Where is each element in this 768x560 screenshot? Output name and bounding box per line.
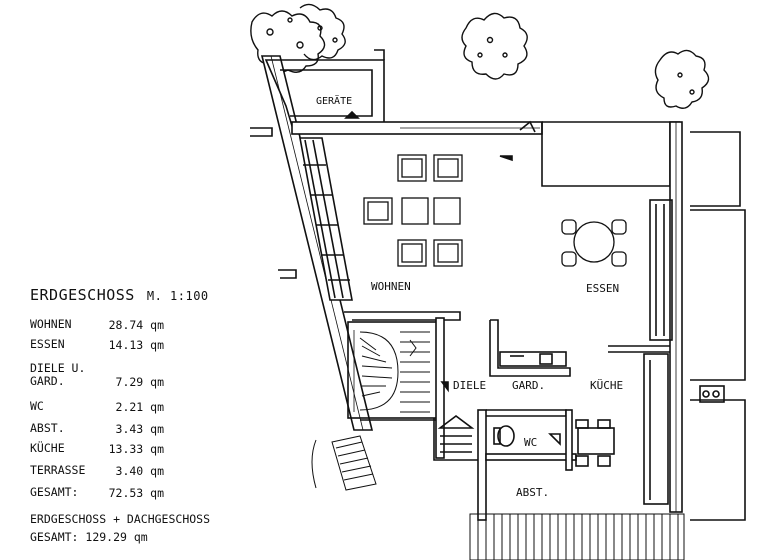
legend-combined-label: ERDGESCHOSS + DACHGESCHOSS <box>30 512 211 526</box>
tree-icon <box>654 49 710 109</box>
side-steps <box>311 435 377 491</box>
legend-row-value: 2.21 qm <box>115 400 164 414</box>
terrace <box>469 513 685 560</box>
legend-row-value: 13.33 qm <box>108 442 164 456</box>
legend-row-label: GESAMT: <box>30 485 79 499</box>
legend-scale: M. 1:100 <box>146 289 209 303</box>
legend-row: TERRASSE 3.40 qm <box>30 464 260 480</box>
exterior-wall-north <box>291 120 680 187</box>
room-label-wohnen: WOHNEN <box>371 280 411 293</box>
legend-row-value: 3.40 qm <box>115 464 164 478</box>
legend-title: ERDGESCHOSS M. 1:100 <box>30 286 209 304</box>
room-label-diele: DIELE <box>453 379 486 392</box>
room-label-kueche: KÜCHE <box>590 379 623 392</box>
legend-row-label: TERRASSE <box>30 463 86 477</box>
legend-row-value: 14.13 qm <box>108 338 164 352</box>
legend-row: GESAMT: 72.53 qm <box>30 486 260 502</box>
legend-title-text: ERDGESCHOSS <box>30 286 135 304</box>
legend-row-value: 3.43 qm <box>115 422 164 436</box>
room-label-wc: WC <box>524 436 537 449</box>
legend-row: WOHNEN 28.74 qm <box>30 318 260 334</box>
legend-row: DIELE U. GARD. 7.29 qm <box>30 362 260 392</box>
interior-walls <box>344 311 670 521</box>
dining-table <box>561 219 627 267</box>
room-label-geraete: GERÄTE <box>316 94 352 107</box>
legend-row-label: KÜCHE <box>30 441 65 455</box>
legend-row: ABST. 3.43 qm <box>30 422 260 438</box>
geraete-room: GERÄTE <box>264 49 385 127</box>
room-label-abst: ABST. <box>516 486 549 499</box>
room-label-essen: ESSEN <box>586 282 619 295</box>
legend-row-label: WOHNEN <box>30 317 72 331</box>
living-chairs <box>363 154 463 267</box>
legend-row-label: ESSEN <box>30 337 65 351</box>
legend-row-value: 7.29 qm <box>115 375 164 389</box>
legend-row: WC 2.21 qm <box>30 400 260 416</box>
legend-combined-total: GESAMT: 129.29 qm <box>30 530 148 544</box>
room-label-gard: GARD. <box>512 379 545 392</box>
staircase <box>359 331 430 413</box>
legend-row-label: WC <box>30 399 44 413</box>
legend-row-value: 28.74 qm <box>108 318 164 332</box>
legend-row-label: DIELE U. GARD. <box>30 361 86 388</box>
legend-row-value: 72.53 qm <box>108 486 164 500</box>
tree-icon <box>461 12 528 80</box>
legend-combined-total-label: GESAMT: <box>30 530 79 544</box>
legend-row: ESSEN 14.13 qm <box>30 338 260 354</box>
legend-combined-total-value: 129.29 qm <box>85 530 148 544</box>
exterior-wall-right <box>649 121 746 521</box>
legend-row: KÜCHE 13.33 qm <box>30 442 260 458</box>
room-labels: WOHNEN ESSEN DIELE GARD. KÜCHE WC ABST. <box>371 280 623 499</box>
legend-row-label: ABST. <box>30 421 65 435</box>
